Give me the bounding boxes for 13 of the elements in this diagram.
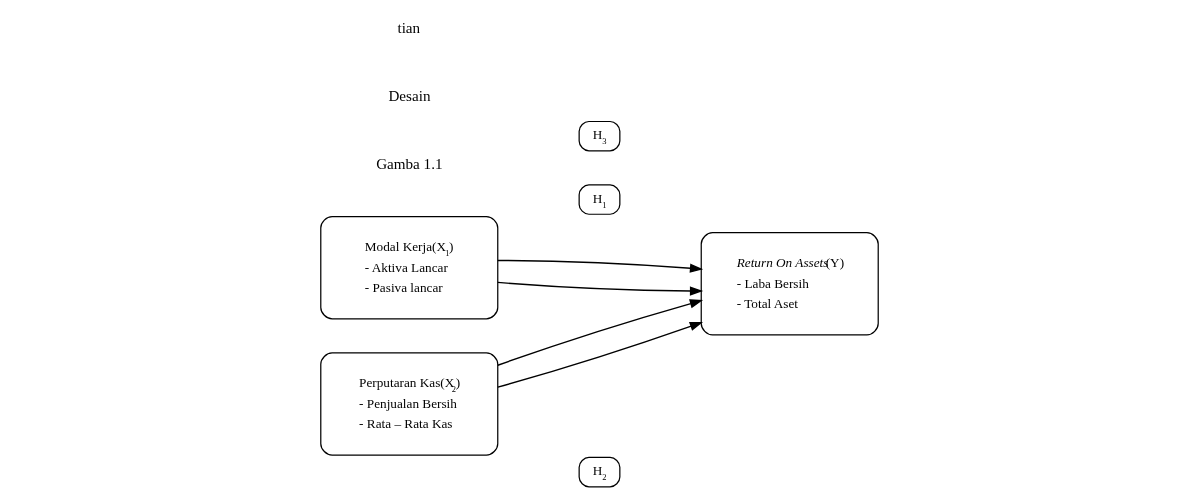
arrow <box>496 281 703 296</box>
arrow <box>496 299 703 366</box>
node-box: Return On Assets(Y) - Laba Bersih - Total Aset <box>700 232 879 336</box>
node-box: H$_{2}$ <box>578 456 620 488</box>
node-box: H$_{1}$ <box>578 184 620 215</box>
arrow <box>496 321 703 388</box>
node-box: H$_{3}$ <box>578 120 620 152</box>
label: Gamba 1.1 <box>375 156 443 173</box>
label: Desain <box>387 87 430 104</box>
label: tian <box>396 19 420 36</box>
arrow <box>496 259 703 273</box>
node-box: Perputaran Kas(X$_{2}$) - Penjualan Bersih - Rata – Rata Kas <box>319 352 498 456</box>
node-box: Modal Kerja(X$_{1}$) - Aktiva Lancar - Pasiva lancar <box>319 216 498 320</box>
